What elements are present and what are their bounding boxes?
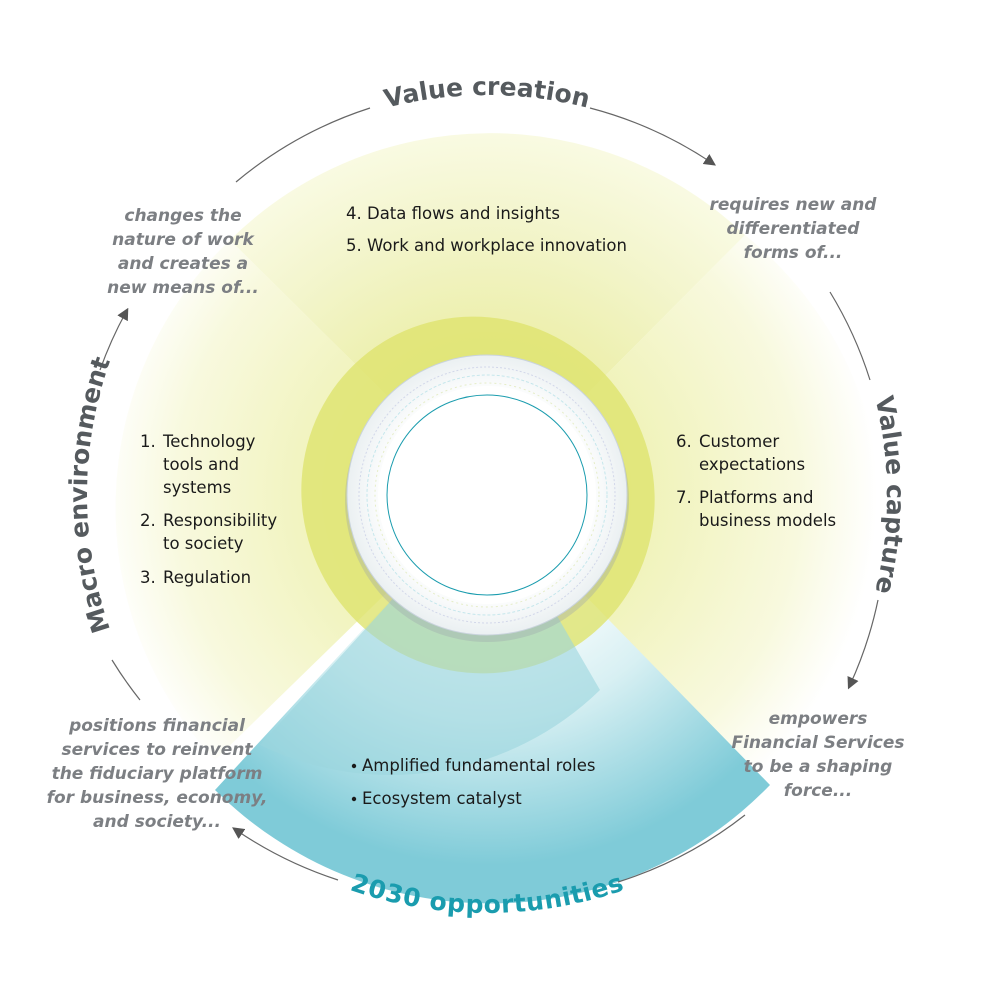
svg-text:5. Work and workplace innovati: 5. Work and workplace innovation [346,236,627,255]
svg-text:services to reinvent: services to reinvent [62,740,254,760]
connector-top-left: changes the nature of work and creates a… [107,206,259,298]
connector-bottom-left: positions financial services to reinvent… [47,716,268,832]
arc-arrow-top-left [235,107,371,183]
svg-text:systems: systems [163,478,231,497]
svg-text:Responsibility: Responsibility [163,511,277,530]
svg-text:Technology: Technology [162,432,256,451]
sector-right [487,235,884,790]
title-value-creation: Value creation [381,72,593,114]
svg-text:Amplified fundamental roles: Amplified fundamental roles [362,756,596,775]
svg-text:3.: 3. [140,568,156,587]
svg-text:Ecosystem catalyst: Ecosystem catalyst [362,789,522,808]
list-right: 6. Customer expectations 7. Platforms an… [676,432,836,530]
list-bottom: Amplified fundamental roles Ecosystem ca… [351,756,596,808]
svg-text:Regulation: Regulation [163,568,251,587]
svg-text:to society: to society [163,534,244,553]
svg-text:1.: 1. [140,432,156,451]
svg-text:Financial Services: Financial Services [731,733,904,753]
svg-text:and creates a: and creates a [118,254,248,274]
arc-arrow-top-right [589,107,716,166]
svg-text:empowers: empowers [769,709,868,729]
connector-top-right: requires new and differentiated forms of… [710,195,878,263]
arc-arrow-bottom-right [617,814,746,883]
sector-top [230,133,745,495]
list-left: 1. Technology tools and systems 2. Respo… [140,432,277,587]
svg-text:changes the: changes the [124,206,241,226]
arc-arrow-left-top [99,307,129,371]
list-top: 4. Data flows and insights 5. Work and w… [346,204,627,255]
arc-arrow-right-top [829,291,871,381]
svg-text:tools and: tools and [163,455,239,474]
arc-arrow-bottom-left [232,827,339,881]
svg-text:7.: 7. [676,488,692,507]
svg-text:nature of work: nature of work [112,230,255,250]
svg-text:force...: force... [784,781,852,801]
svg-text:Platforms and: Platforms and [699,488,813,507]
svg-text:requires new and: requires new and [710,195,878,215]
svg-text:and society...: and society... [93,812,221,832]
sector-left [115,240,487,760]
svg-text:6.: 6. [676,432,692,451]
svg-text:to be a shaping: to be a shaping [744,757,893,777]
guilloche-pattern [358,366,616,624]
svg-text:expectations: expectations [699,455,805,474]
svg-text:forms of...: forms of... [744,243,843,263]
svg-text:2.: 2. [140,511,156,530]
svg-text:differentiated: differentiated [727,219,861,239]
arc-arrow-left-bottom [111,659,141,701]
svg-text:the fiduciary platform: the fiduciary platform [52,764,263,784]
svg-text:4. Data flows and insights: 4. Data flows and insights [346,204,560,223]
bullet-icon [351,796,357,802]
svg-text:for business, economy,: for business, economy, [47,788,268,808]
svg-text:positions financial: positions financial [68,716,246,736]
arc-arrow-right-bottom [847,599,879,690]
title-macro-environment: Macro environment [64,353,116,637]
svg-text:new means of...: new means of... [107,278,259,298]
svg-text:Customer: Customer [699,432,779,451]
center-circle [378,386,596,604]
bullet-icon [351,763,357,769]
svg-text:business models: business models [699,511,836,530]
center-circle-outline [386,394,588,596]
connector-bottom-right: empowers Financial Services to be a shap… [731,709,904,801]
